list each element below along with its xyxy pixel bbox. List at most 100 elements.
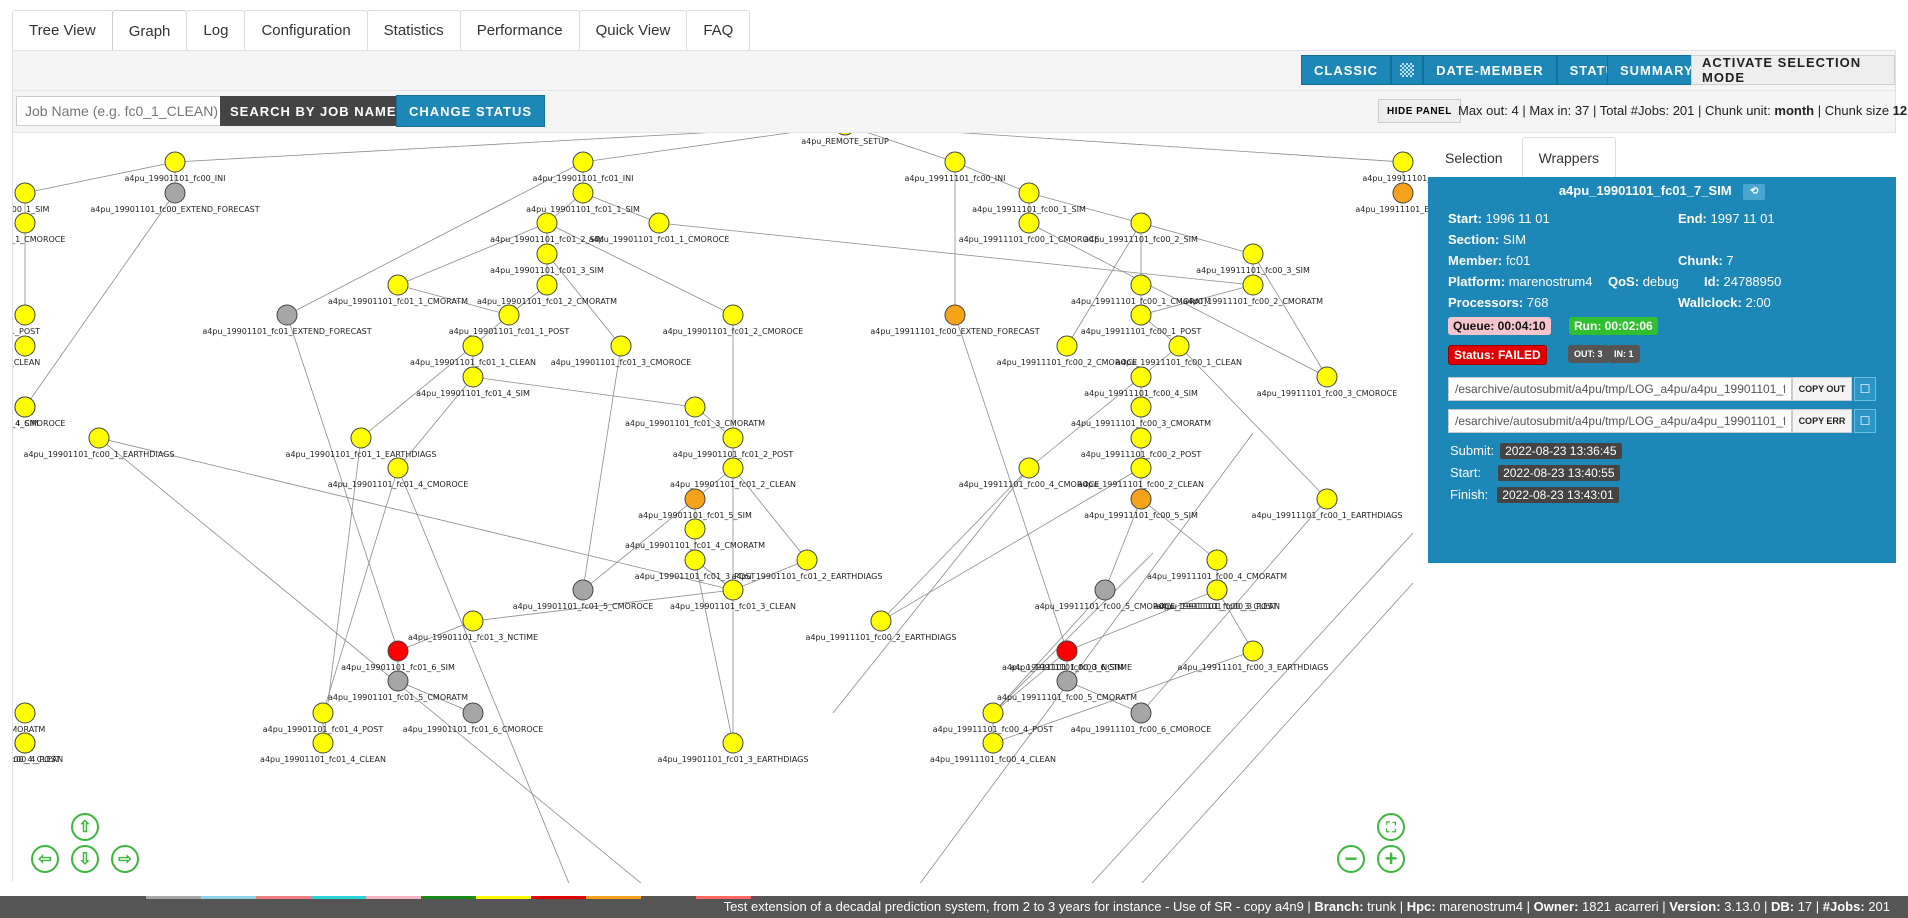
job-node[interactable]: [1168, 335, 1190, 357]
out-log-path-field[interactable]: [1448, 377, 1792, 401]
tab-statistics[interactable]: Statistics: [366, 10, 461, 50]
job-node[interactable]: [14, 335, 36, 357]
job-node[interactable]: [684, 518, 706, 540]
tab-configuration[interactable]: Configuration: [244, 10, 368, 50]
job-node[interactable]: [1094, 579, 1116, 601]
err-log-path-field[interactable]: [1448, 409, 1792, 433]
in-count-button[interactable]: IN: 1: [1608, 345, 1640, 363]
job-node[interactable]: [536, 212, 558, 234]
job-node[interactable]: [1242, 640, 1264, 662]
zoom-out-button[interactable]: −: [1337, 845, 1365, 873]
job-node[interactable]: [14, 212, 36, 234]
change-status-button[interactable]: CHANGE STATUS: [396, 95, 546, 127]
job-node[interactable]: [462, 610, 484, 632]
job-node[interactable]: [1130, 488, 1152, 510]
pan-right-button[interactable]: ⇨: [111, 845, 139, 873]
copy-err-icon[interactable]: ☐: [1854, 409, 1876, 433]
hide-panel-button[interactable]: HIDE PANEL: [1378, 99, 1461, 123]
copy-out-icon[interactable]: ☐: [1854, 377, 1876, 401]
job-node[interactable]: [1130, 396, 1152, 418]
job-node[interactable]: [164, 151, 186, 173]
tab-selection[interactable]: Selection: [1428, 137, 1520, 177]
job-node[interactable]: [982, 732, 1004, 754]
job-node[interactable]: [1130, 212, 1152, 234]
job-node[interactable]: [1130, 304, 1152, 326]
copy-err-button[interactable]: COPY ERR: [1792, 409, 1852, 433]
job-node[interactable]: [164, 182, 186, 204]
job-node[interactable]: [462, 366, 484, 388]
job-node[interactable]: [14, 396, 36, 418]
job-node[interactable]: [648, 212, 670, 234]
job-node[interactable]: [722, 427, 744, 449]
job-node[interactable]: [722, 457, 744, 479]
grid-pattern-button[interactable]: [1391, 55, 1424, 85]
job-node[interactable]: [536, 274, 558, 296]
job-node[interactable]: [944, 304, 966, 326]
job-node[interactable]: [1056, 335, 1078, 357]
job-node[interactable]: [14, 702, 36, 724]
job-node[interactable]: [88, 427, 110, 449]
tab-faq[interactable]: FAQ: [686, 10, 751, 50]
job-node[interactable]: [1018, 212, 1040, 234]
job-node[interactable]: [1130, 274, 1152, 296]
job-node[interactable]: [1242, 243, 1264, 265]
job-node[interactable]: [312, 732, 334, 754]
job-node[interactable]: [870, 610, 892, 632]
job-node[interactable]: [572, 151, 594, 173]
job-node[interactable]: [944, 151, 966, 173]
job-node[interactable]: [722, 304, 744, 326]
tab-wrappers[interactable]: Wrappers: [1521, 137, 1617, 177]
job-node[interactable]: [498, 304, 520, 326]
job-node[interactable]: [722, 732, 744, 754]
job-node[interactable]: [1392, 151, 1414, 173]
job-node[interactable]: [1206, 549, 1228, 571]
job-node[interactable]: [1130, 702, 1152, 724]
job-node[interactable]: [1206, 579, 1228, 601]
pan-down-button[interactable]: ⇩: [71, 845, 99, 873]
pan-up-button[interactable]: ⇧: [71, 813, 99, 841]
job-node[interactable]: [462, 702, 484, 724]
job-node[interactable]: [796, 549, 818, 571]
job-node[interactable]: [276, 304, 298, 326]
job-node[interactable]: [1056, 670, 1078, 692]
job-node[interactable]: [684, 549, 706, 571]
job-node[interactable]: [14, 732, 36, 754]
tab-performance[interactable]: Performance: [459, 10, 580, 50]
search-by-job-name-button[interactable]: SEARCH BY JOB NAME: [220, 96, 407, 126]
job-node[interactable]: [982, 702, 1004, 724]
job-node[interactable]: [1392, 182, 1414, 204]
pan-left-button[interactable]: ⇦: [31, 845, 59, 873]
job-node[interactable]: [1130, 457, 1152, 479]
job-node[interactable]: [14, 304, 36, 326]
job-node[interactable]: [1056, 640, 1078, 662]
job-node[interactable]: [312, 702, 334, 724]
job-node[interactable]: [1130, 427, 1152, 449]
job-node[interactable]: [610, 335, 632, 357]
fit-view-button[interactable]: ⛶: [1377, 813, 1405, 841]
job-node[interactable]: [1130, 366, 1152, 388]
tab-log[interactable]: Log: [186, 10, 246, 50]
activate-selection-mode-button[interactable]: ACTIVATE SELECTION MODE: [1691, 55, 1895, 85]
job-node[interactable]: [387, 640, 409, 662]
copy-out-button[interactable]: COPY OUT: [1792, 377, 1852, 401]
job-name-search-input[interactable]: [16, 96, 222, 126]
job-node[interactable]: [684, 396, 706, 418]
tab-tree-view[interactable]: Tree View: [12, 10, 113, 50]
job-node[interactable]: [1018, 457, 1040, 479]
job-node[interactable]: [1018, 182, 1040, 204]
out-count-button[interactable]: OUT: 3: [1568, 345, 1609, 363]
job-node[interactable]: [572, 182, 594, 204]
job-node[interactable]: [835, 133, 855, 136]
refresh-icon[interactable]: ⟲: [1743, 183, 1766, 200]
job-node[interactable]: [536, 243, 558, 265]
job-node[interactable]: [387, 274, 409, 296]
job-node[interactable]: [722, 579, 744, 601]
job-node[interactable]: [462, 335, 484, 357]
job-node[interactable]: [387, 670, 409, 692]
job-node[interactable]: [387, 457, 409, 479]
date-member-button[interactable]: DATE-MEMBER: [1423, 55, 1557, 85]
job-node[interactable]: [1316, 488, 1338, 510]
job-node[interactable]: [350, 427, 372, 449]
zoom-in-button[interactable]: +: [1377, 845, 1405, 873]
